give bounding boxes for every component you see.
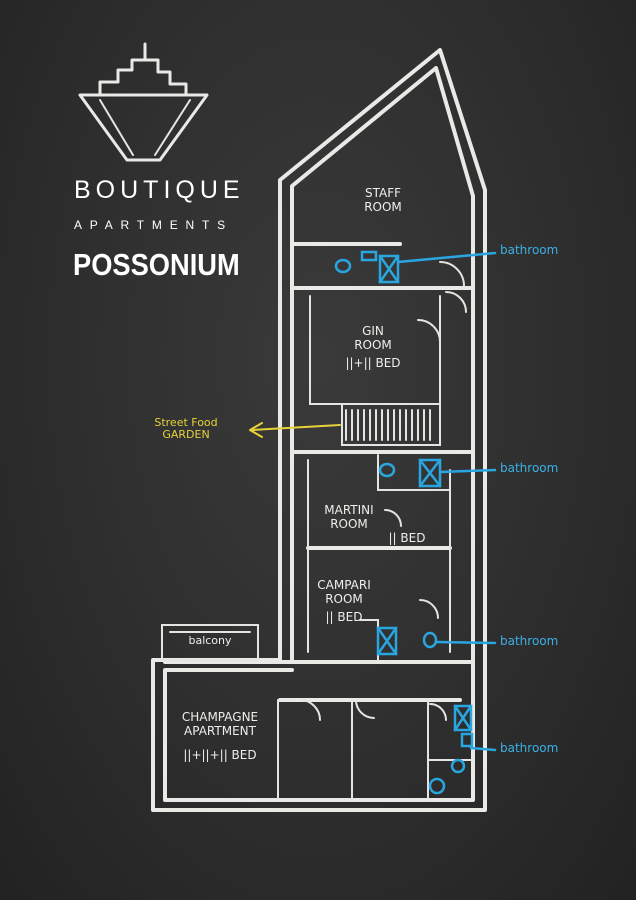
martini-room-beds: || BED xyxy=(388,531,426,545)
martini-room-label: MARTINI ROOM xyxy=(310,503,388,531)
gin-room-name-1: GIN xyxy=(362,324,384,338)
brand-line-apartments: APARTMENTS xyxy=(74,218,233,232)
ship-logo-icon xyxy=(78,42,209,162)
champagne-name-2: APARTMENT xyxy=(184,724,256,738)
campari-room-beds: || BED xyxy=(325,610,363,624)
bathroom-label-top: bathroom xyxy=(500,243,559,257)
champagne-name-1: CHAMPAGNE xyxy=(181,710,259,724)
gin-room-name-2: ROOM xyxy=(354,338,392,352)
gin-room-beds: ||+|| BED xyxy=(345,356,401,370)
champagne-beds: ||+||+|| BED xyxy=(183,748,257,762)
bathroom-label-martini: bathroom xyxy=(500,461,559,475)
brand-line-possonium: POSSONIUM xyxy=(73,247,240,282)
staff-room-name-1: STAFF xyxy=(364,186,402,200)
martini-room-name-2: ROOM xyxy=(330,517,368,531)
campari-room-label: CAMPARI ROOM || BED xyxy=(304,578,384,624)
street-food-line-1: Street Food xyxy=(154,416,218,429)
bathroom-label-champagne: bathroom xyxy=(500,741,559,755)
staff-room-name-2: ROOM xyxy=(364,200,402,214)
balcony-label: balcony xyxy=(188,634,232,647)
bathroom-fixtures xyxy=(334,250,497,795)
bathroom-label-campari: bathroom xyxy=(500,634,559,648)
champagne-apartment-label: CHAMPAGNE APARTMENT ||+||+|| BED xyxy=(170,710,270,762)
gin-room-label: GIN ROOM ||+|| BED xyxy=(338,324,408,370)
street-food-label: Street Food GARDEN xyxy=(146,417,226,441)
staff-room-label: STAFF ROOM xyxy=(348,186,418,214)
street-food-arrow xyxy=(249,422,341,438)
brand-line-boutique: BOUTIQUE xyxy=(74,176,245,204)
campari-room-name-1: CAMPARI xyxy=(317,578,371,592)
martini-room-name-1: MARTINI xyxy=(324,503,374,517)
street-food-line-2: GARDEN xyxy=(162,428,210,441)
building-outline xyxy=(151,48,487,812)
campari-room-name-2: ROOM xyxy=(325,592,363,606)
